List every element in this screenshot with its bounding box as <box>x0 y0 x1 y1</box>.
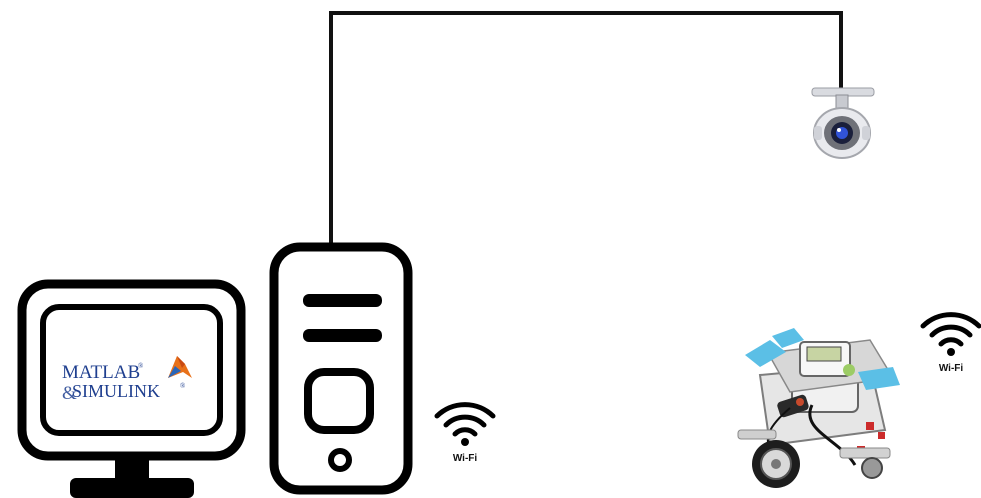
wifi-label-robot: Wi-Fi <box>939 363 964 374</box>
wifi-icon <box>437 405 493 446</box>
wifi-label-computer: Wi-Fi <box>453 453 478 464</box>
robot-icon <box>738 328 900 488</box>
logo-line-simulink: SIMULINK <box>72 381 160 401</box>
monitor-icon: MATLAB ® & SIMULINK ® <box>22 284 241 498</box>
camera-cable <box>331 13 841 243</box>
computer-tower-icon <box>274 247 408 490</box>
logo-line-matlab: MATLAB <box>62 362 140 383</box>
logo-registered-mark-2: ® <box>180 382 186 390</box>
logo-registered-mark: ® <box>138 362 144 370</box>
security-camera-icon <box>812 88 874 158</box>
wifi-icon <box>923 315 979 356</box>
